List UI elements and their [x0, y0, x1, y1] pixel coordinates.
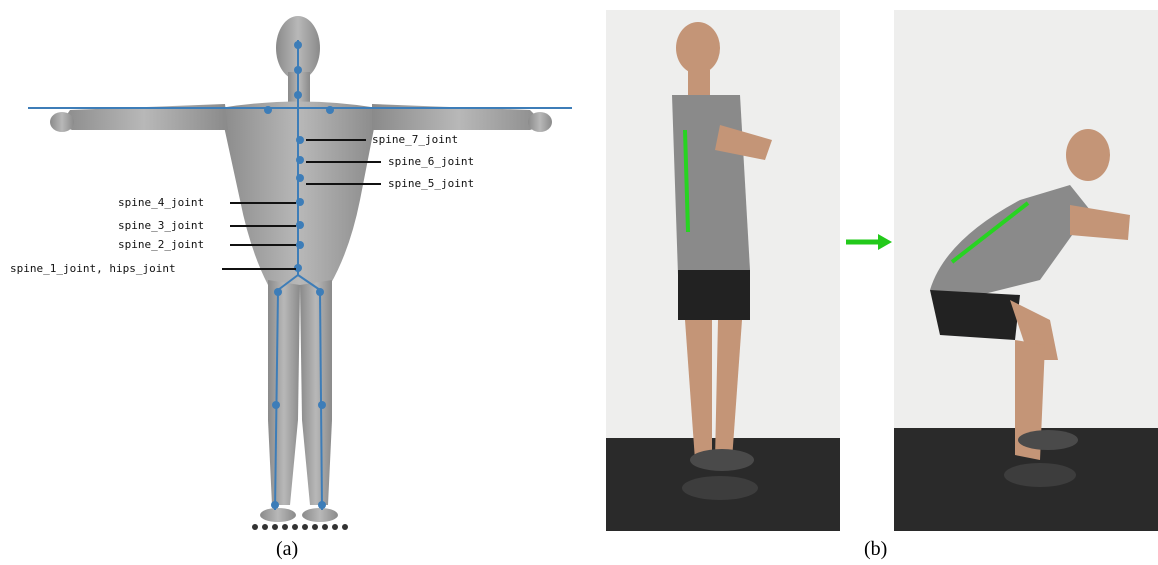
- spine7-label: spine_7_joint: [372, 133, 458, 146]
- spine1-label: spine_1_joint, hips_joint: [10, 262, 176, 275]
- spine4-leader: [230, 202, 296, 204]
- caption-a: (a): [276, 538, 298, 561]
- spine2-leader: [230, 244, 296, 246]
- spine6-label: spine_6_joint: [388, 155, 474, 168]
- spine2-label: spine_2_joint: [118, 238, 204, 251]
- squat-sequence: [600, 0, 1158, 535]
- standing-photo: [606, 10, 840, 531]
- spine7-leader: [306, 139, 366, 141]
- squat-photos-panel: [600, 0, 1158, 535]
- spine5-label: spine_5_joint: [388, 177, 474, 190]
- spine3-leader: [230, 225, 296, 227]
- spine3-label: spine_3_joint: [118, 219, 204, 232]
- caption-b: (b): [864, 538, 887, 561]
- skeleton-panel: spine_7_joint spine_6_joint spine_5_join…: [0, 0, 590, 535]
- spine6-leader: [306, 161, 381, 163]
- spine5-leader: [306, 183, 381, 185]
- squat-photo: [894, 10, 1158, 531]
- spine1-leader: [222, 268, 296, 270]
- spine4-label: spine_4_joint: [118, 196, 204, 209]
- transition-arrow: [846, 234, 892, 250]
- foot-markers: [252, 524, 348, 530]
